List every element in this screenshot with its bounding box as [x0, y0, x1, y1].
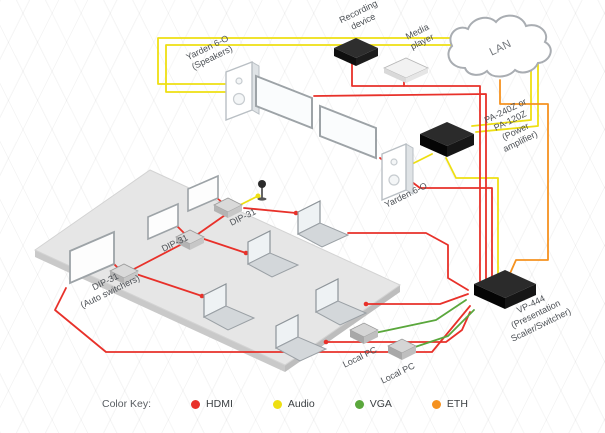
legend-label-vga: VGA [369, 398, 392, 410]
legend-label-audio: Audio [287, 398, 315, 410]
legend-title: Color Key: [102, 398, 152, 410]
laptop-5-icon [274, 314, 328, 362]
recording-device-icon [334, 38, 378, 66]
legend-dot-eth [431, 399, 441, 409]
legend-item-vga: VGA [354, 398, 392, 410]
display-b-icon [319, 104, 377, 160]
laptop-4-icon [314, 278, 368, 326]
legend-item-eth: ETH [431, 398, 468, 410]
legend-item-audio: Audio [272, 398, 315, 410]
legend-label-eth: ETH [446, 398, 468, 410]
color-key-legend: Color Key: HDMI Audio VGA ETH [102, 398, 468, 410]
platform-screen-2-icon [147, 202, 179, 241]
legend-dot-vga [354, 399, 364, 409]
dip31-b-icon [175, 229, 205, 250]
speaker-top-icon [225, 60, 260, 122]
legend-dot-hdmi [191, 399, 201, 409]
lan-cloud-icon [447, 14, 552, 78]
microphone-icon [257, 180, 267, 201]
legend-dot-audio [272, 399, 282, 409]
speaker-right-icon [381, 142, 414, 202]
laptop-2-icon [246, 230, 300, 278]
platform-screen-3-icon [69, 230, 115, 285]
local-pc-b-icon [387, 338, 417, 360]
platform-screen-1-icon [187, 174, 219, 213]
local-pc-a-icon [349, 322, 379, 344]
laptop-3-icon [202, 283, 256, 331]
legend-item-hdmi: HDMI [191, 398, 233, 410]
display-a-icon [255, 74, 313, 130]
dip31-c-icon [109, 263, 139, 284]
media-player-icon [383, 57, 429, 83]
vp444-icon [474, 270, 536, 309]
power-amplifier-icon [420, 122, 474, 157]
laptop-1-icon [296, 200, 350, 248]
legend-label-hdmi: HDMI [206, 398, 233, 410]
dip31-a-icon [213, 197, 243, 218]
vga-lines [369, 299, 475, 351]
eth-line [499, 79, 549, 279]
